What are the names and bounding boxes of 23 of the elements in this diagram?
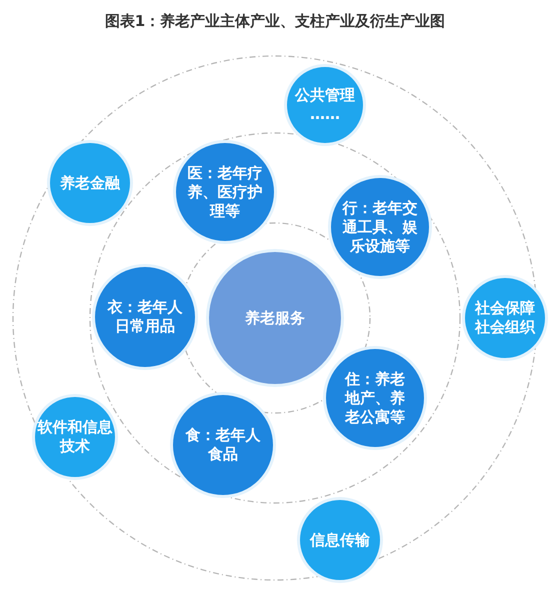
node-label: 软件和信息技术 — [36, 418, 114, 456]
node-label: 养老金融 — [59, 174, 121, 192]
node-label: 社会保障社会组织 — [474, 299, 536, 337]
circle-node — [35, 397, 115, 477]
node-label: 养老服务 — [244, 308, 306, 328]
circle-node — [300, 500, 380, 580]
node-label: …… — [309, 105, 341, 124]
node-label: 医：老年疗养、医疗护理等 — [186, 164, 264, 220]
chart-title: 图表1：养老产业主体产业、支柱产业及衍生产业图 — [104, 12, 446, 31]
circle-node — [173, 395, 273, 495]
node-label: 衣：老年人日常用品 — [106, 298, 184, 336]
circle-node — [326, 349, 424, 447]
node-label: 住：养老地产、养老公寓等 — [344, 370, 406, 426]
node-label: 食：老年人食品 — [184, 426, 262, 464]
circle-node — [331, 178, 429, 276]
circle-node — [465, 278, 545, 358]
node-label: 公共管理 — [294, 86, 356, 105]
node-label: 信息传输 — [309, 530, 371, 550]
circle-node — [176, 143, 274, 241]
circle-node — [287, 67, 363, 143]
circle-node — [95, 267, 195, 367]
node-label: 行：老年交通工具、娱乐设施等 — [342, 198, 418, 256]
circle-node — [50, 143, 130, 223]
